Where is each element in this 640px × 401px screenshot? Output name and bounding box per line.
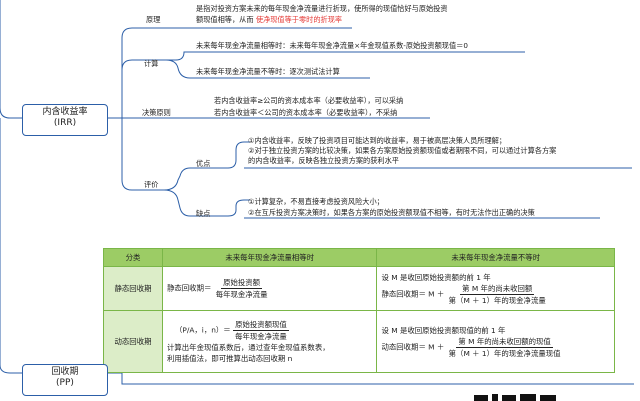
calc-equal-line (166, 51, 525, 61)
pros-line-1: ①内含收益率，反映了投资项目可能达到的收益率，易于被高层决策人员所理解； (248, 136, 507, 145)
static-equal-den: 每年现金净流量 (215, 290, 268, 299)
pros-label: 优点 (196, 159, 211, 168)
irr-node[interactable]: 内含收益率 (IRR) (22, 104, 108, 136)
dynamic-equal-fraction: 原始投资额现值 每年现金净流量 (233, 319, 289, 342)
dynamic-unequal-fraction: 第 M 年的尚未收回额的现值 第（M ＋ 1）年的现金净流量现值 (447, 336, 563, 359)
evaluation-label: 评价 (144, 180, 159, 189)
principle-label: 原理 (146, 15, 161, 24)
dynamic-unequal-den: 第（M ＋ 1）年的现金净流量现值 (448, 348, 561, 358)
eval-pros-branch (163, 167, 210, 191)
header-equal: 未来每年现金净流量相等时 (161, 248, 378, 267)
pp-underline (108, 372, 634, 385)
pros-connector (210, 141, 250, 169)
calc-label: 计算 (144, 59, 159, 68)
irr-node-title: 内含收益率 (42, 107, 88, 117)
cons-line-2: ②在互斥投资方案决策时，如果各方案的原始投资额现值不相等，有时无法作出正确的决策 (248, 208, 535, 217)
static-equal-cell: 静态回收期＝ 原始投资额 每年现金净流量 (161, 266, 378, 311)
calc-unequal-line (165, 59, 370, 79)
dynamic-equal-lhs: （P/A，i，n）＝ (175, 325, 231, 335)
static-unequal-cell: 设 M 是收回原始投资额的前 1 年 静态回收期＝ M ＋ 第 M 年的尚未收回… (376, 266, 615, 311)
static-equal-num: 原始投资额 (221, 278, 263, 289)
pp-node[interactable]: 回收期 (PP) (22, 364, 108, 396)
pros-line-3: 的内含收益率，反映各独立投资方案的获利水平 (248, 156, 399, 165)
static-equal-fraction: 原始投资额 每年现金净流量 (214, 277, 270, 300)
branch-principle (121, 27, 170, 118)
decision-label: 决策原则 (142, 108, 171, 117)
branch-evaluation (121, 118, 164, 191)
pp-node-abbr: (PP) (56, 378, 74, 388)
principle-line2: 额现值相等，从而 使净现值等于零时的折现率 (196, 15, 342, 25)
row-label-dynamic: 动态回收期 (103, 310, 163, 373)
dynamic-equal-num: 原始投资额现值 (233, 320, 289, 331)
pros-line-2: ②对于独立投资方案的比较决策，如果各方案原始投资额现值或者期限不同，可以通过计算… (248, 146, 557, 155)
static-unequal-fraction: 第 M 年的尚未收回额 第（M ＋ 1）年的现金净流量 (447, 283, 548, 306)
calc-unequal: 未来每年现金净流量不等时：逐次测试法计算 (196, 67, 340, 76)
dynamic-unequal-cell: 设 M 是收回原始投资额现值的前 1 年 动态回收期＝ M ＋ 第 M 年的尚未… (376, 310, 615, 373)
row-label-static: 静态回收期 (103, 266, 163, 311)
table-row-dynamic: 动态回收期 （P/A，i，n）＝ 原始投资额现值 每年现金净流量 计算出年金现值… (103, 310, 615, 373)
brand-logo-icon (474, 394, 556, 401)
static-unequal-den: 第（M ＋ 1）年的现金净流量 (448, 295, 546, 305)
cons-line-1: ①计算复杂，不易直接考虑投资风险大小； (248, 197, 384, 206)
principle-line1: 是指对投资方案未来的每年现金净流量进行折现，使所得的现值恰好与原始投资 (196, 4, 448, 13)
header-category: 分类 (103, 248, 163, 267)
static-unequal-num: 第 M 年的尚未收回额 (460, 283, 535, 295)
eval-cons-branch (163, 189, 210, 217)
calc-equal: 未来每年现金净流量相等时：未来每年现金净流量×年金现值系数-原始投资额现值＝0 (196, 41, 468, 50)
dynamic-equal-den: 每年现金净流量 (235, 332, 287, 341)
decision-line2: 若内含收益率＜公司的资本成本率（必要收益率），不采纳 (214, 108, 398, 117)
dynamic-unequal-line1: 设 M 是收回原始投资额现值的前 1 年 (381, 325, 506, 335)
principle-line2-pre: 额现值相等，从而 (196, 15, 254, 24)
static-unequal-line1: 设 M 是收回原始投资额的前 1 年 (381, 272, 491, 282)
dynamic-equal-cell: （P/A，i，n）＝ 原始投资额现值 每年现金净流量 计算出年金现值系数后，通过… (161, 310, 378, 373)
dynamic-equal-note2: 利用插值法，即可推算出动态回收期 n (167, 354, 293, 363)
table-row-static: 静态回收期 静态回收期＝ 原始投资额 每年现金净流量 设 M 是收回原始投资额的… (103, 266, 615, 311)
irr-node-abbr: (IRR) (53, 118, 77, 128)
payback-comparison-table: 分类 未来每年现金净流量相等时 未来每年现金净流量不等时 静态回收期 静态回收期… (103, 248, 615, 373)
static-unequal-lhs: 静态回收期＝ M ＋ (381, 289, 445, 298)
dynamic-unequal-num: 第 M 年的尚未收回额的现值 (456, 336, 553, 348)
pp-node-title: 回收期 (51, 367, 79, 377)
branch-calc (121, 59, 166, 118)
table-header-row: 分类 未来每年现金净流量相等时 未来每年现金净流量不等时 (103, 248, 615, 267)
cons-connector (210, 199, 250, 217)
cons-label: 缺点 (196, 209, 211, 218)
dynamic-equal-note1: 计算出年金现值系数后，通过查年金现值系数表， (167, 343, 330, 352)
static-equal-lhs: 静态回收期＝ (167, 283, 212, 293)
header-unequal: 未来每年现金净流量不等时 (376, 248, 615, 267)
principle-highlight: 使净现值等于零时的折现率 (255, 15, 343, 24)
root-branch-pp (0, 118, 22, 374)
root-branch-irr (0, 0, 22, 119)
decision-line1: 若内含收益率≥公司的资本成本率（必要收益率），可以采纳 (214, 96, 404, 105)
dynamic-unequal-lhs: 动态回收期＝ M ＋ (381, 342, 445, 351)
